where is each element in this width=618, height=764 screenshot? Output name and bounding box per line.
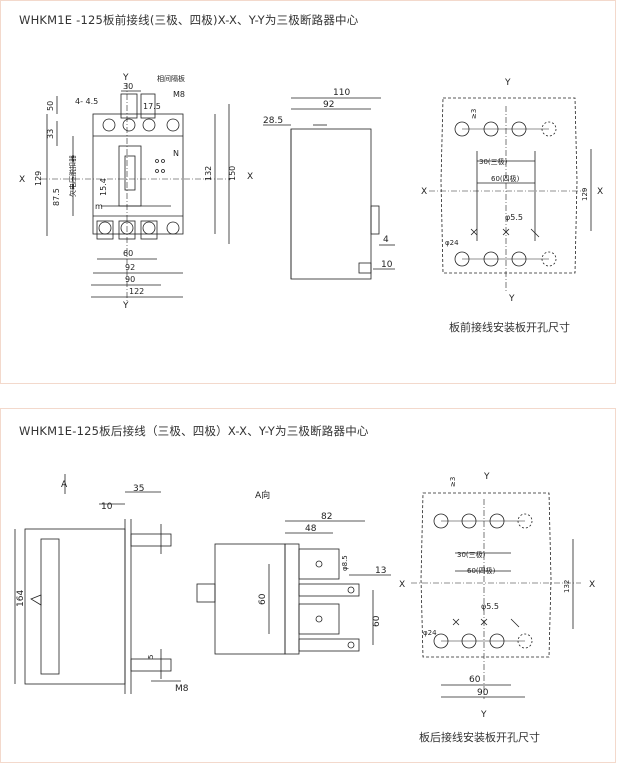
bottom-panel-title: WHKM1E-125板后接线（三极、四极）X-X、Y-Y为三极断路器中心 — [19, 424, 369, 438]
rcutout-d60: 60(四极) — [467, 566, 496, 575]
front-d122: 122 — [129, 287, 144, 296]
front-d150: 150 — [228, 166, 237, 181]
top-drawing: Y Y X 30 4- 4.5 17.5 M8 相间隔板 N m 60 92 9… — [19, 73, 603, 311]
front-m8: M8 — [173, 90, 185, 99]
front-x-left: X — [19, 175, 25, 185]
side-x-label: X — [247, 172, 253, 182]
front-d129: 129 — [34, 171, 43, 186]
front-d154: 15.4 — [99, 178, 108, 196]
rcutout-d30: 30(三极) — [457, 550, 486, 559]
side-d92: 92 — [323, 100, 334, 110]
rcutout-x-right: X — [589, 580, 595, 590]
rcutout-d132: 132 — [563, 580, 571, 593]
cutout-x-right: X — [597, 187, 603, 197]
rear-m8: M8 — [175, 684, 189, 694]
aview-title: A向 — [255, 489, 270, 501]
rcutout-d90: 90 — [477, 688, 489, 698]
rcutout-y-bottom: Y — [480, 710, 487, 720]
aview-d60b: 60 — [372, 615, 382, 627]
top-panel: WHKM1E -125板前接线(三极、四极)X-X、Y-Y为三极断路器中心 — [0, 0, 616, 384]
rcutout-x-left: X — [399, 580, 405, 590]
cutout-d55: φ5.5 — [505, 213, 523, 222]
side-d10: 10 — [381, 260, 393, 270]
rear-d35: 35 — [133, 484, 144, 494]
front-d4: 4- 4.5 — [75, 97, 98, 106]
side-d4: 4 — [383, 235, 389, 245]
front-d175: 17.5 — [143, 102, 161, 111]
cutout-d24: φ24 — [445, 239, 459, 247]
front-d87: 87.5 — [52, 188, 61, 206]
rcutout-y-top: Y — [483, 472, 490, 482]
cutout-x-left: X — [421, 187, 427, 197]
front-m-label: m — [95, 202, 103, 211]
front-d60: 60 — [123, 249, 133, 258]
front-d33: 33 — [46, 129, 55, 139]
rear-side-view — [14, 474, 181, 694]
rear-a-label: A — [61, 480, 68, 490]
cutout-d129: 129 — [581, 188, 589, 201]
top-panel-title: WHKM1E -125板前接线(三极、四极)X-X、Y-Y为三极断路器中心 — [19, 13, 359, 27]
aview-d48: 48 — [305, 524, 317, 534]
aview-d60a: 60 — [258, 593, 268, 605]
cutout-d30: 30(三极) — [479, 157, 508, 166]
front-view — [41, 83, 231, 301]
front-n-label: N — [173, 149, 179, 158]
side-view — [263, 97, 395, 280]
front-partition: 相间隔板 — [157, 74, 185, 83]
top-cutout-caption: 板前接线安装板开孔尺寸 — [449, 321, 570, 334]
aview-d13: 13 — [375, 566, 386, 576]
aview-d85: φ8.5 — [341, 555, 349, 571]
rcutout-d55: φ5.5 — [481, 602, 499, 611]
rcutout-d24: φ24 — [423, 629, 437, 637]
bottom-panel: WHKM1E-125板后接线（三极、四极）X-X、Y-Y为三极断路器中心 A 1… — [0, 408, 616, 763]
a-direction-view — [196, 520, 391, 655]
front-vertical-text: 欠电压脱扣器 — [68, 155, 77, 197]
front-d50: 50 — [46, 101, 55, 111]
front-y-top: Y — [122, 73, 129, 83]
rcutout-d3: ≥3 — [449, 477, 457, 487]
rear-d5: 5 — [147, 655, 155, 659]
cutout-d3: ≥3 — [470, 109, 478, 119]
cutout-d60: 60(四极) — [491, 174, 520, 183]
aview-d82: 82 — [321, 512, 332, 522]
front-d90: 90 — [125, 275, 135, 284]
bottom-cutout-caption: 板后接线安装板开孔尺寸 — [419, 731, 540, 744]
side-d285: 28.5 — [263, 116, 283, 126]
rear-d10: 10 — [101, 502, 113, 512]
rear-d164: 164 — [16, 590, 26, 607]
bottom-drawing: A 10 35 164 5 M8 A向 82 48 φ8.5 13 60 6 — [14, 472, 595, 720]
front-d30: 30 — [123, 82, 133, 91]
front-d132: 132 — [204, 166, 213, 181]
rcutout-d60b: 60 — [469, 675, 481, 685]
cutout-y-top: Y — [504, 78, 511, 88]
side-d110: 110 — [333, 88, 350, 98]
top-cutout-panel — [429, 97, 592, 291]
front-d92: 92 — [125, 263, 135, 272]
cutout-y-bottom: Y — [508, 294, 515, 304]
bottom-cutout-panel — [411, 492, 581, 699]
front-y-bottom: Y — [122, 301, 129, 311]
